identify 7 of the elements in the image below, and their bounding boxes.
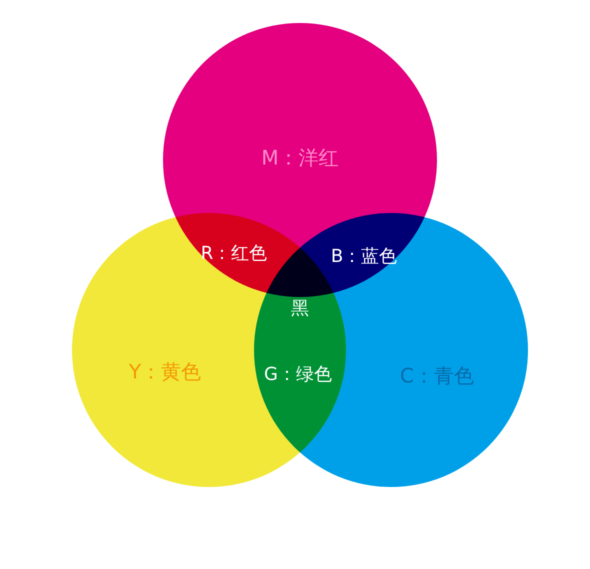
circle-label: Y：黄色 [128,358,202,386]
region-label: 黑 [291,297,309,320]
region-label: B：蓝色 [330,245,398,268]
circle-label: M：洋红 [261,144,339,172]
region-label: G：绿色 [264,363,332,386]
circle-label: C：青色 [400,362,474,390]
region-label: R：红色 [200,242,268,265]
